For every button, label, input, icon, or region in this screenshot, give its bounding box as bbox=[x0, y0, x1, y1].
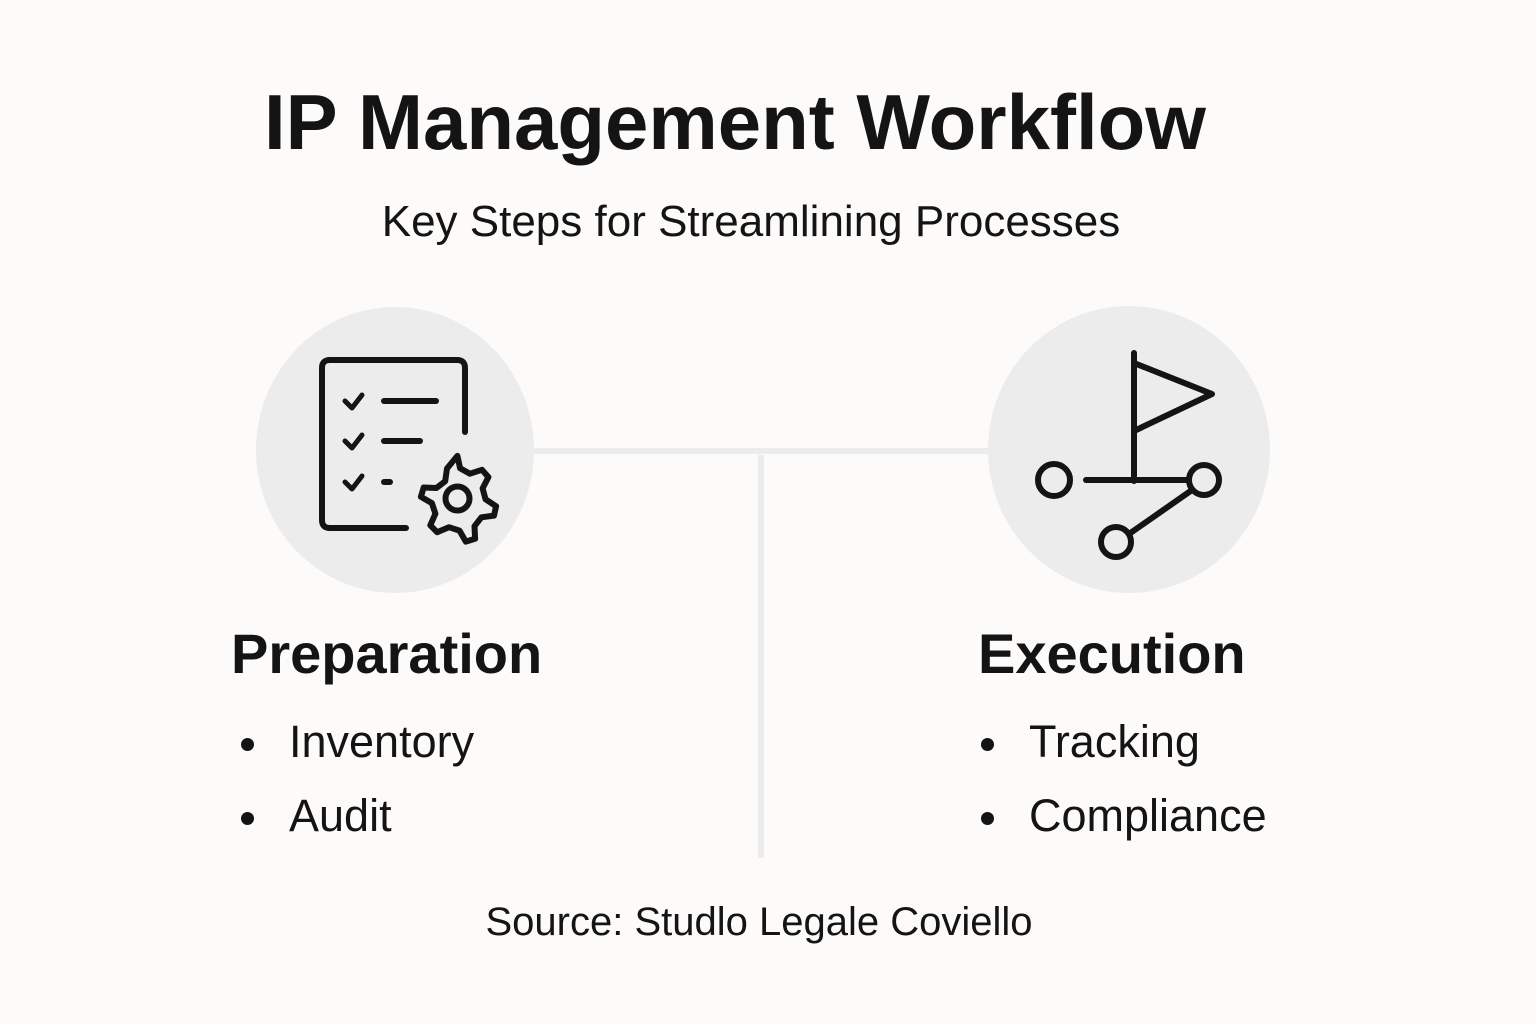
diagram-title: IP Management Workflow bbox=[264, 78, 1206, 166]
preparation-heading: Preparation bbox=[231, 622, 543, 685]
bullet-icon bbox=[241, 738, 254, 751]
execution-heading: Execution bbox=[978, 622, 1246, 685]
list-item-label: Tracking bbox=[1029, 716, 1200, 767]
list-item: Compliance bbox=[981, 779, 1401, 853]
list-item: Inventory bbox=[241, 705, 641, 779]
bullet-icon bbox=[981, 738, 994, 751]
list-item-label: Audit bbox=[289, 790, 392, 841]
flag-path-icon bbox=[1035, 350, 1222, 560]
preparation-list: Inventory Audit bbox=[241, 705, 641, 853]
checklist-gear-icon bbox=[319, 357, 500, 545]
list-item: Audit bbox=[241, 779, 641, 853]
diagram-subtitle: Key Steps for Streamlining Processes bbox=[381, 197, 1121, 246]
list-item-label: Compliance bbox=[1029, 790, 1267, 841]
bullet-icon bbox=[981, 812, 994, 825]
preparation-icon-circle bbox=[256, 307, 534, 593]
list-item-label: Inventory bbox=[289, 716, 475, 767]
execution-icon-circle bbox=[988, 306, 1270, 593]
list-item: Tracking bbox=[981, 705, 1401, 779]
bullet-icon bbox=[241, 812, 254, 825]
source-note: Source: Studlo Legale Coviello bbox=[485, 900, 1033, 944]
execution-list: Tracking Compliance bbox=[981, 705, 1401, 853]
